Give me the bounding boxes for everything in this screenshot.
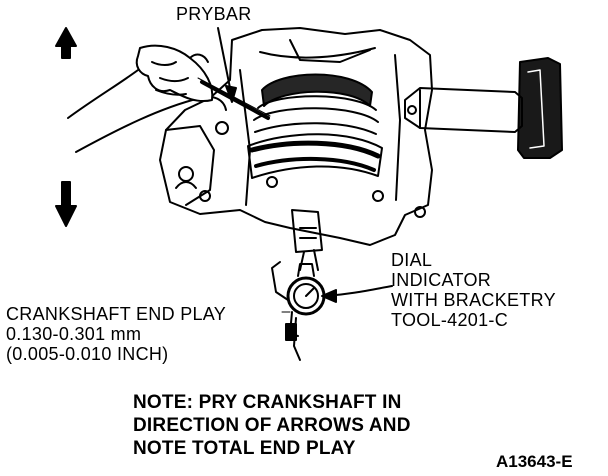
specification-inch: (0.005-0.010 INCH) <box>6 344 169 364</box>
dial-indicator-line: DIAL <box>391 250 433 270</box>
dial-indicator-line: INDICATOR <box>391 270 492 290</box>
specification-metric: 0.130-0.301 mm <box>6 324 142 344</box>
note-line: NOTE TOTAL END PLAY <box>133 438 356 459</box>
dial-indicator-line: TOOL-4201-C <box>391 310 509 330</box>
arrow-down-icon <box>55 181 77 227</box>
dial-indicator-line: WITH BRACKETRY <box>391 290 556 310</box>
crankshaft <box>247 73 383 179</box>
engine-block <box>159 27 433 246</box>
prybar-label: PRYBAR <box>176 4 252 24</box>
note-line: NOTE: PRY CRANKSHAFT IN <box>133 392 402 413</box>
hand-with-prybar <box>67 44 271 153</box>
dial-indicator-label: DIAL INDICATOR WITH BRACKETRY TOOL-4201-… <box>391 250 556 330</box>
note-line: DIRECTION OF ARROWS AND <box>133 415 411 436</box>
puller-extension <box>404 57 563 159</box>
specification-title: CRANKSHAFT END PLAY <box>6 304 227 324</box>
end-play-specification: CRANKSHAFT END PLAY 0.130-0.301 mm (0.00… <box>6 304 226 364</box>
procedure-note: NOTE: PRY CRANKSHAFT IN DIRECTION OF ARR… <box>133 391 411 460</box>
prybar-leader <box>217 27 237 103</box>
figure-id: A13643-E <box>496 452 573 471</box>
arrow-up-icon <box>55 27 77 59</box>
dial-indicator-leader <box>321 285 393 303</box>
dial-indicator <box>271 209 326 361</box>
